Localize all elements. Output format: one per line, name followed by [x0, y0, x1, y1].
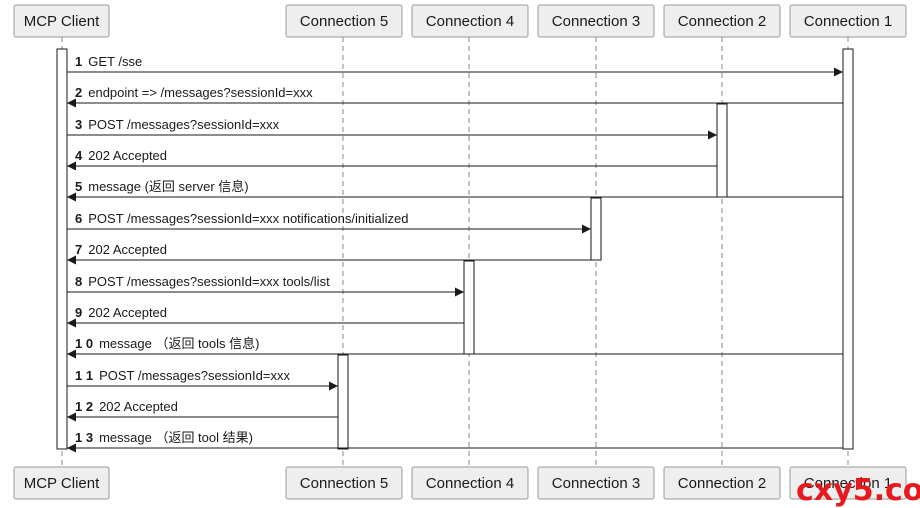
participant-box — [411, 4, 529, 38]
message-text: POST /messages?sessionId=xxx notificatio… — [88, 211, 408, 226]
message-6: 6 POST /messages?sessionId=xxx notificati… — [67, 211, 591, 234]
message-label: 1 3 message （返回 tool 结果) — [75, 430, 253, 445]
message-label: 1 1 POST /messages?sessionId=xxx — [75, 368, 290, 383]
participant-label: MCP Client — [24, 475, 100, 492]
participant-label: Connection 5 — [300, 475, 388, 492]
message-number: 6 — [75, 211, 82, 226]
participant-label: MCP Client — [24, 13, 100, 30]
message-number: 4 — [75, 148, 83, 163]
message-label: 1 GET /sse — [75, 54, 142, 69]
message-text: message (返回 server 信息) — [88, 179, 248, 194]
participant-box — [13, 466, 110, 500]
message-text: POST /messages?sessionId=xxx — [88, 117, 279, 132]
participant-client-bottom: MCP Client — [13, 466, 110, 500]
participant-c4-bottom: Connection 4 — [411, 466, 529, 500]
participant-c3-bottom: Connection 3 — [537, 466, 655, 500]
message-label: 7 202 Accepted — [75, 242, 167, 257]
participant-label: Connection 2 — [678, 13, 766, 30]
participant-c5-top: Connection 5 — [285, 4, 403, 38]
message-text: GET /sse — [88, 54, 142, 69]
message-text: POST /messages?sessionId=xxx — [99, 368, 290, 383]
participant-box — [537, 466, 655, 500]
message-label: 8 POST /messages?sessionId=xxx tools/list — [75, 274, 330, 289]
participant-box — [411, 466, 529, 500]
participant-c3-top: Connection 3 — [537, 4, 655, 38]
message-label: 4 202 Accepted — [75, 148, 167, 163]
message-number: 1 2 — [75, 399, 93, 414]
message-7: 7 202 Accepted — [67, 242, 591, 265]
message-11: 1 1 POST /messages?sessionId=xxx — [67, 368, 338, 391]
message-12: 1 2 202 Accepted — [67, 399, 338, 422]
message-label: 3 POST /messages?sessionId=xxx — [75, 117, 280, 132]
message-number: 8 — [75, 274, 82, 289]
message-label: 9 202 Accepted — [75, 305, 167, 320]
participant-label: Connection 3 — [552, 13, 640, 30]
activation-bar-c5 — [337, 354, 349, 450]
participant-box — [285, 4, 403, 38]
message-text: 202 Accepted — [88, 305, 167, 320]
message-number: 7 — [75, 242, 82, 257]
participant-c2-top: Connection 2 — [663, 4, 781, 38]
participant-label: Connection 3 — [552, 475, 640, 492]
message-text: 202 Accepted — [88, 242, 167, 257]
participant-box — [13, 4, 110, 38]
participant-label: Connection 4 — [426, 13, 514, 30]
message-number: 5 — [75, 179, 82, 194]
message-number: 3 — [75, 117, 82, 132]
activation-bar-c3 — [590, 197, 602, 261]
message-label: 2 endpoint => /messages?sessionId=xxx — [75, 85, 313, 100]
participant-label: Connection 4 — [426, 475, 514, 492]
participant-c4-top: Connection 4 — [411, 4, 529, 38]
watermark-text: cxy5.com — [796, 473, 920, 508]
message-text: endpoint => /messages?sessionId=xxx — [88, 85, 313, 100]
message-text: POST /messages?sessionId=xxx tools/list — [88, 274, 330, 289]
message-13: 1 3 message （返回 tool 结果) — [67, 430, 843, 453]
message-label: 1 2 202 Accepted — [75, 399, 178, 414]
participant-c1-bottom: Connection 1 — [789, 466, 907, 500]
message-8: 8 POST /messages?sessionId=xxx tools/list — [67, 274, 464, 297]
activation-bar-c4 — [463, 260, 475, 355]
participant-box — [789, 4, 907, 38]
participant-label: Connection 5 — [300, 13, 388, 30]
activation-bar-c1 — [842, 48, 854, 450]
message-text: 202 Accepted — [88, 148, 167, 163]
participant-c5-bottom: Connection 5 — [285, 466, 403, 500]
participant-box — [663, 4, 781, 38]
message-3: 3 POST /messages?sessionId=xxx — [67, 117, 717, 140]
message-text: 202 Accepted — [99, 399, 178, 414]
participant-box — [285, 466, 403, 500]
message-number: 1 — [75, 54, 82, 69]
message-4: 4 202 Accepted — [67, 148, 717, 171]
message-number: 2 — [75, 85, 82, 100]
message-label: 1 0 message （返回 tools 信息) — [75, 336, 259, 351]
message-number: 1 0 — [75, 336, 93, 351]
participant-label: Connection 2 — [678, 475, 766, 492]
participant-box — [663, 466, 781, 500]
message-text: message （返回 tools 信息) — [99, 336, 259, 351]
message-2: 2 endpoint => /messages?sessionId=xxx — [67, 85, 843, 108]
message-1: 1 GET /sse — [67, 54, 843, 77]
message-label: 5 message (返回 server 信息) — [75, 179, 249, 194]
message-5: 5 message (返回 server 信息) — [67, 179, 843, 202]
activation-bar-c2 — [716, 103, 728, 198]
message-number: 1 1 — [75, 368, 93, 383]
message-9: 9 202 Accepted — [67, 305, 464, 328]
participant-client-top: MCP Client — [13, 4, 110, 38]
participant-label: Connection 1 — [804, 13, 892, 30]
participant-box — [537, 4, 655, 38]
message-number: 1 3 — [75, 430, 93, 445]
message-10: 1 0 message （返回 tools 信息) — [67, 336, 843, 359]
participant-box — [789, 466, 907, 500]
message-label: 6 POST /messages?sessionId=xxx notificati… — [75, 211, 408, 226]
participant-c2-bottom: Connection 2 — [663, 466, 781, 500]
message-text: message （返回 tool 结果) — [99, 430, 253, 445]
message-number: 9 — [75, 305, 82, 320]
participant-label: Connection 1 — [804, 475, 892, 492]
activation-bar-client — [56, 48, 68, 450]
participant-c1-top: Connection 1 — [789, 4, 907, 38]
